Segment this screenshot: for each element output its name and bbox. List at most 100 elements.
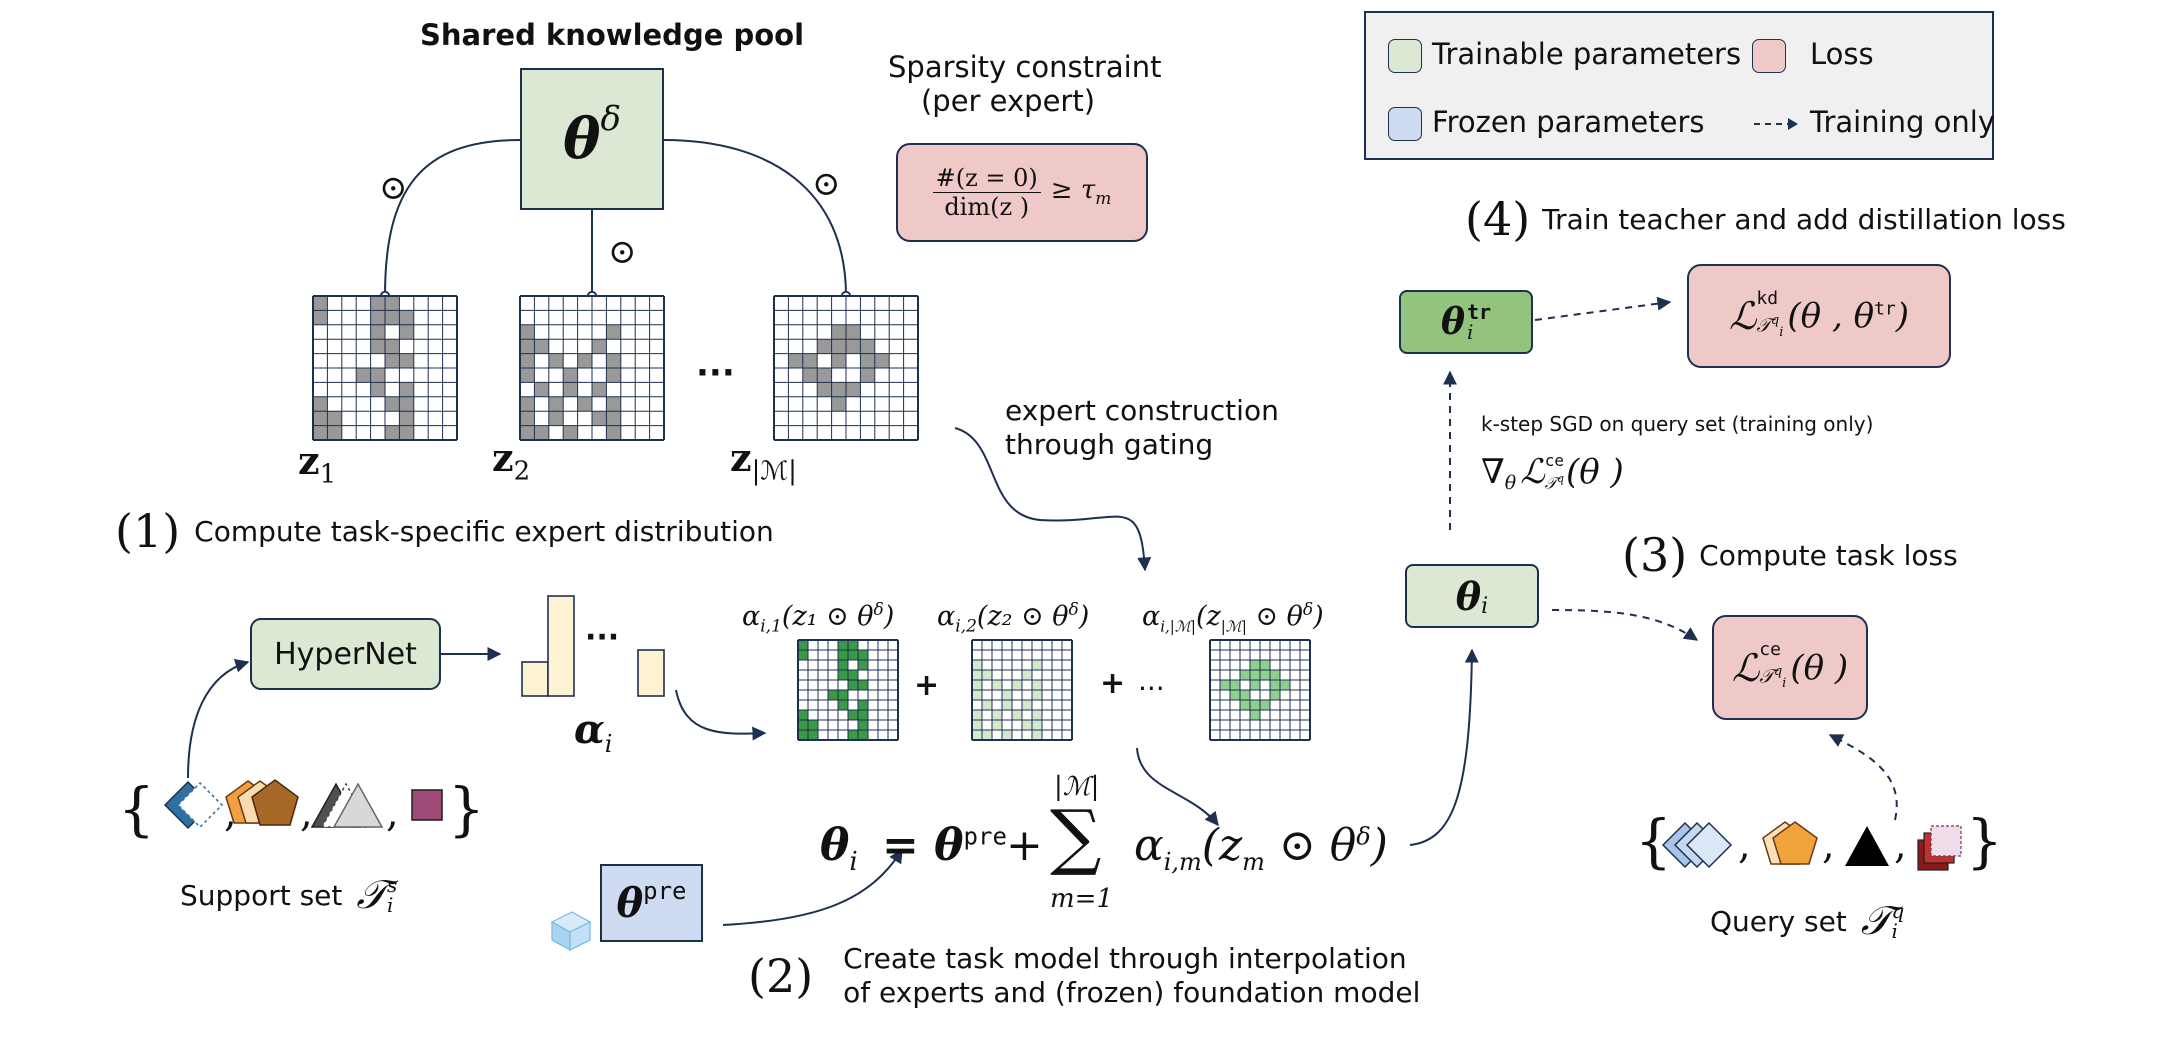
equation-sigma: ∑ (1050, 794, 1102, 878)
pool-to-mask1-arrow (379, 139, 521, 302)
step-4: (4) Train teacher and add distillation l… (1465, 192, 2066, 246)
legend-loss-label: Loss (1810, 37, 1874, 71)
thetapre-to-equation-arrow (722, 848, 903, 926)
sparsity-constraint-box: #(z = 0) dim(z ) ≥ τm (896, 143, 1148, 242)
support-triangle-light-icon (332, 782, 384, 828)
sgd-gradient: ∇θ ℒ ce 𝒯q (θ ) (1481, 451, 1624, 495)
hypernet-box: HyperNet (250, 618, 441, 690)
expert-1-label: αi,1(z₁ ⊙ θδ) (742, 600, 895, 637)
equation-plus: + (1006, 820, 1043, 871)
kd-loss-sup: kd (1756, 287, 1779, 309)
expert-grids (797, 639, 1311, 741)
kd-loss-args: (θ , θtr) (1787, 296, 1910, 336)
ce-loss-box: ℒ ce 𝒯qi (θ ) (1712, 615, 1868, 720)
query-pentagon-orange-icon (1772, 821, 1818, 865)
alpha-bar-1 (521, 661, 549, 697)
odot-symbol-middle: ⊙ (608, 232, 637, 272)
legend-training-only-label: Training only (1810, 105, 1995, 139)
sparsity-title: Sparsity constraint(per expert) (888, 50, 1162, 118)
pool-to-mask3-arrow (663, 139, 852, 302)
support-comma-2: , (300, 790, 313, 836)
query-set-open-brace: { (1635, 807, 1672, 875)
expert-plus-2: + (1100, 666, 1126, 701)
ce-loss-sup: ce (1759, 639, 1781, 661)
step-3: (3) Compute task loss (1622, 528, 1958, 582)
theta-pre-symbol: θ (616, 879, 644, 927)
support-set-open-brace: { (118, 775, 155, 843)
support-square-icon (411, 789, 443, 821)
legend-frozen-label: Frozen parameters (1432, 105, 1705, 139)
query-diamond-3-icon (1685, 821, 1733, 869)
alpha-label: αi (574, 706, 613, 758)
mask-label-2: z2 (492, 435, 531, 487)
step-4-number: (4) (1465, 192, 1531, 246)
kd-loss-sub: 𝒯qi (1756, 312, 1784, 341)
sparsity-numerator: #(z = 0) (932, 164, 1041, 193)
equation-sum-top: |ℳ| (1054, 772, 1100, 802)
equation-theta-pre: = θpre (882, 820, 1007, 871)
legend-trainable-swatch (1388, 39, 1422, 73)
mask-ellipsis: ··· (696, 353, 735, 393)
expert-grid-1 (797, 639, 899, 741)
step-4-text: Train teacher and add distillation loss (1542, 202, 2066, 236)
legend-frozen-swatch (1388, 107, 1422, 141)
query-to-celoss-arrow (1828, 734, 1898, 821)
query-comma-3: , (1894, 822, 1907, 868)
step-2-number: (2) (748, 949, 814, 1003)
step-3-text: Compute task loss (1699, 538, 1958, 572)
odot-symbol-left: ⊙ (379, 168, 408, 208)
theta-i-sub: i (1481, 593, 1489, 619)
support-diamond-dotted-icon (176, 781, 224, 829)
query-comma-2: , (1822, 822, 1835, 868)
legend-dashed-arrow-icon (1754, 118, 1798, 130)
legend: Trainable parameters Loss Frozen paramet… (1364, 11, 1995, 160)
legend-loss-swatch (1752, 39, 1786, 73)
step-3-number: (3) (1622, 528, 1688, 582)
step-1-text: Compute task-specific expert distributio… (194, 514, 774, 548)
pool-title: Shared knowledge pool (420, 18, 805, 52)
expert-2-label: αi,2(z₂ ⊙ θδ) (937, 600, 1090, 637)
hypernet-label: HyperNet (274, 636, 417, 672)
mask-grid-1 (312, 295, 458, 441)
mask-grids (312, 295, 919, 441)
support-set-shapes (163, 779, 443, 830)
mask-label-m: z|ℳ| (730, 435, 797, 487)
support-comma-3: , (386, 790, 399, 836)
query-set-close-brace: } (1966, 807, 2003, 875)
alpha-to-experts-arrow (675, 689, 767, 741)
mask-label-1: z1 (298, 438, 337, 490)
support-comma-1: , (224, 790, 237, 836)
support-set-close-brace: } (448, 775, 485, 843)
alpha-bar-2 (547, 595, 575, 697)
alpha-bar-3 (637, 649, 665, 697)
theta-i-symbol: θ (1455, 573, 1482, 619)
step-1: (1) Compute task-specific expert distrib… (115, 504, 774, 558)
odot-symbol-right: ⊙ (812, 164, 841, 204)
sparsity-rhs: ≥ τm (1050, 175, 1112, 210)
query-set-shapes (1661, 821, 1962, 871)
ce-loss-args: (θ ) (1790, 647, 1849, 688)
mask-grid-2 (519, 295, 665, 441)
legend-trainable-label: Trainable parameters (1432, 37, 1742, 71)
step-2: (2) Create task model through interpolat… (748, 942, 1420, 1010)
expert-grid-2 (971, 639, 1073, 741)
support-pentagon-brown-icon (251, 779, 299, 826)
interpolation-equation: θi = θpre + |ℳ| ∑ m=1 αi,m(zm ⊙ θδ) (820, 772, 1420, 922)
equation-to-thetai-arrow (1409, 648, 1479, 846)
theta-delta-symbol: θ (563, 106, 601, 172)
teacher-to-kdloss-arrow (1534, 296, 1672, 321)
sparsity-denominator: dim(z ) (944, 193, 1030, 221)
equation-lhs: θi (820, 820, 858, 877)
expert-grid-m (1209, 639, 1311, 741)
query-triangle-icon (1845, 826, 1889, 866)
alpha-ellipsis: ··· (585, 620, 620, 655)
equation-term: αi,m(zm ⊙ θδ) (1134, 820, 1388, 876)
expert-plus-1: + (914, 668, 940, 703)
